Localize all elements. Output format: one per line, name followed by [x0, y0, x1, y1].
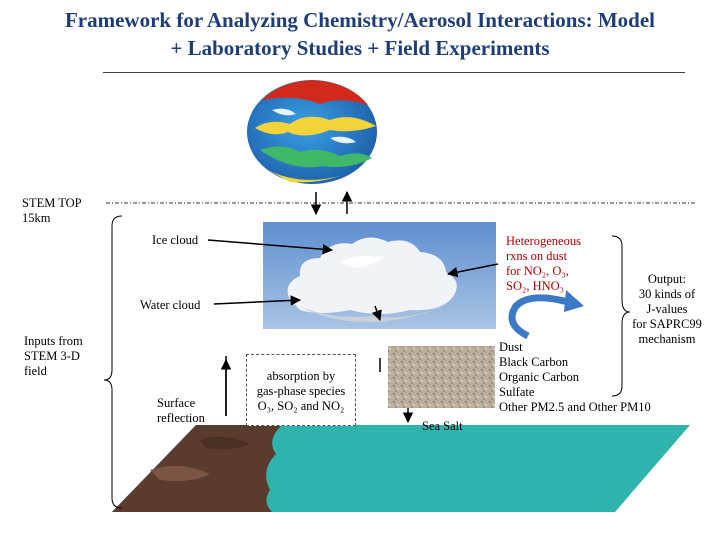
output-bracket — [611, 235, 631, 397]
water-cloud-arrow — [213, 295, 302, 306]
water-cloud-label: Water cloud — [140, 298, 201, 312]
surface-reflection-label: Surface reflection — [157, 396, 205, 425]
heterogeneous-arrow — [446, 263, 499, 278]
absorption-box: absorption by gas-phase species O₃, SO₂ … — [246, 354, 356, 426]
title-line-1: Framework for Analyzing Chemistry/Aeroso… — [64, 8, 656, 32]
cumulus-cloud-image — [263, 222, 496, 329]
curved-arrow-icon — [508, 294, 569, 340]
title-divider — [103, 72, 685, 73]
page-title: Framework for Analyzing Chemistry/Aeroso… — [0, 6, 720, 62]
heterogeneous-label: Heterogeneous rxns on dust for NO₂, O₃, … — [506, 234, 581, 293]
title-line-2: + Laboratory Studies + Field Experiments — [170, 36, 550, 60]
stem-top-label: STEM TOP 15km — [22, 196, 82, 225]
output-label: Output: 30 kinds of J-values for SAPRC99… — [632, 272, 702, 346]
inputs-label: Inputs from STEM 3-D field — [24, 334, 83, 378]
ice-cloud-arrow — [207, 239, 334, 255]
ice-cloud-label: Ice cloud — [152, 233, 199, 247]
inputs-bracket — [103, 215, 123, 509]
aerosol-types-list: Dust Black Carbon Organic Carbon Sulfate… — [499, 340, 651, 414]
land-sea-surface-image — [112, 425, 690, 512]
cloud-to-dust-arrow — [371, 305, 382, 321]
globe-model-image — [247, 80, 377, 184]
dust-texture-image — [388, 346, 495, 408]
sea-salt-label: Sea Salt — [422, 419, 463, 433]
